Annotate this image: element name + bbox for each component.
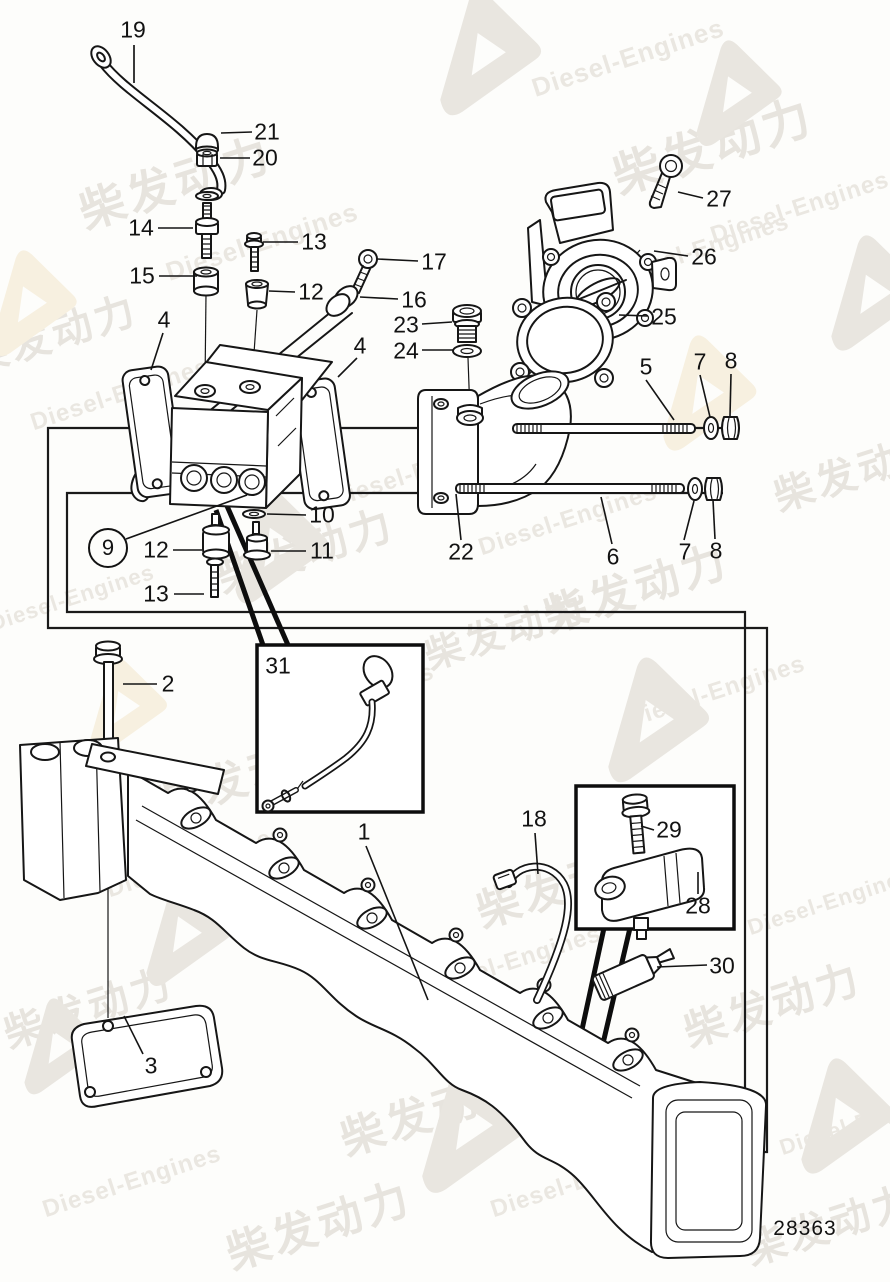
part-13-bolt-upper <box>244 232 264 272</box>
watermark-diesel-power-logo-icon <box>831 235 890 351</box>
leader-line <box>699 374 711 418</box>
leader-line <box>645 379 675 421</box>
leader-line <box>266 513 307 516</box>
part-11-mount <box>243 521 271 561</box>
watermark-diesel-power-logo-icon <box>24 998 102 1095</box>
part-14-stud <box>195 191 219 259</box>
figure-number: 28363 <box>773 1217 837 1240</box>
leader-line <box>359 296 399 300</box>
leader-lines <box>123 45 732 1055</box>
watermark-diesel-power-logo-icon <box>608 657 710 783</box>
part-29-bolt <box>621 793 651 855</box>
leader-line <box>712 499 716 540</box>
watermark-diesel-power-logo-icon <box>440 0 542 116</box>
part-15-spacer <box>193 266 219 297</box>
leader-line <box>421 321 453 325</box>
inset-box-28 <box>574 784 736 940</box>
leader-line <box>123 1015 144 1055</box>
leader-line <box>337 357 358 378</box>
part-6-stud <box>455 483 685 494</box>
part-8-nut-top <box>721 416 740 440</box>
leader-line <box>268 290 296 293</box>
part-31-pipe <box>261 655 394 813</box>
part-3-gasket <box>70 1004 224 1108</box>
leader-line <box>653 250 689 257</box>
leader-line <box>455 493 462 541</box>
part-27-bolt <box>648 154 683 209</box>
leader-line <box>125 494 248 540</box>
leader-line <box>656 964 708 968</box>
part-5-stud <box>512 423 696 434</box>
leader-line <box>376 258 419 262</box>
leader-line <box>365 845 429 1001</box>
part-10-washer <box>242 509 266 519</box>
watermark-diesel-power-logo-icon <box>663 335 757 451</box>
part-28-sensor <box>594 847 706 940</box>
part-7-washer-bottom <box>687 477 703 501</box>
part-12-damper-lower <box>202 513 230 560</box>
part-1-intake-manifold <box>19 737 768 1259</box>
leader-line <box>150 332 164 371</box>
leader-line <box>729 373 732 417</box>
watermark-diesel-power-logo-icon <box>696 40 782 146</box>
part-22-elbow <box>417 370 572 515</box>
leader-line <box>600 496 613 545</box>
part-12-sleeve-upper <box>245 279 269 310</box>
part-18-clamp <box>492 862 573 1004</box>
part-24-washer <box>452 344 482 358</box>
part-8-nut-bottom <box>704 477 723 501</box>
part-7-washer-top <box>703 416 719 440</box>
watermark-diesel-power-logo-icon <box>422 1058 531 1193</box>
part-17-screw <box>351 249 378 294</box>
watermark-diesel-power-logo-icon <box>0 250 77 356</box>
leader-line <box>534 832 539 875</box>
part-19-hose <box>90 45 227 201</box>
leader-line <box>640 825 655 831</box>
watermark-diesel-power-logo-icon <box>801 1058 890 1174</box>
part-23-plug <box>452 304 482 343</box>
part-13-bolt-lower <box>206 557 224 598</box>
part-egr-block <box>169 344 333 509</box>
part-30-sealant-tube <box>591 948 675 1001</box>
leader-line <box>677 191 704 199</box>
part-20-nut <box>196 148 218 167</box>
leader-line <box>683 500 695 541</box>
inset-box-31 <box>255 643 425 814</box>
part-4-gasket-left <box>121 365 185 499</box>
watermark-diesel-power-logo-icon <box>146 880 232 986</box>
leader-line <box>220 131 253 134</box>
leader-line <box>618 314 649 317</box>
